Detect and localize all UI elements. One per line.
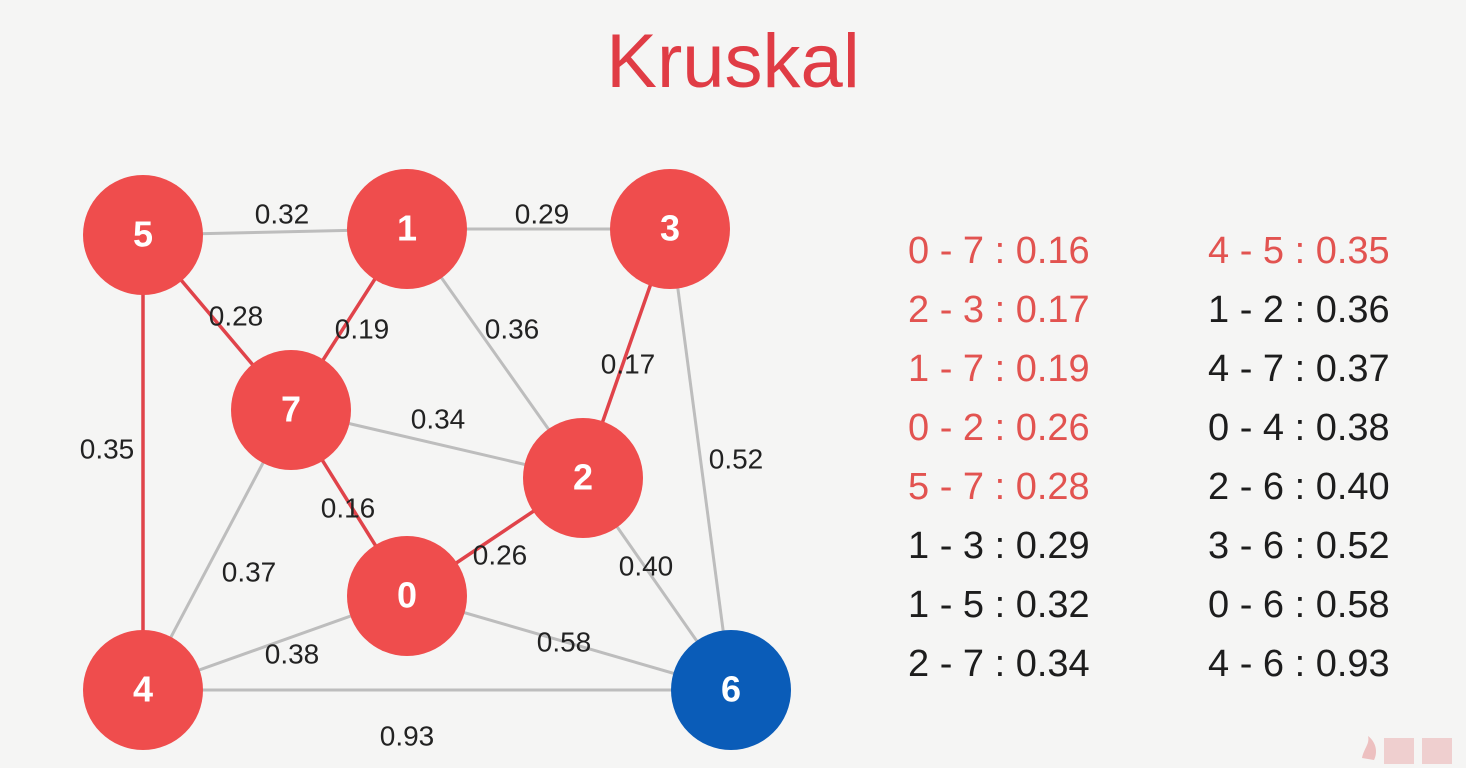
edge-list-item: 0 - 2 : 0.26: [908, 407, 1090, 449]
edge-list-item: 3 - 6 : 0.52: [1208, 525, 1390, 567]
node-label-0: 0: [397, 575, 417, 616]
edge-list-item: 4 - 7 : 0.37: [1208, 348, 1390, 390]
node-label-7: 7: [281, 389, 301, 430]
nodes-layer: 0 1 2 3 4 5 6 7: [83, 169, 791, 750]
edge-weight-0-7: 0.16: [321, 492, 376, 523]
edge-weight-2-3: 0.17: [601, 348, 656, 379]
edge-weight-0-6: 0.58: [537, 626, 592, 657]
edge-list-item: 2 - 6 : 0.40: [1208, 466, 1390, 508]
edge-3-6: [668, 228, 733, 691]
edge-weight-1-7: 0.19: [335, 313, 390, 344]
node-0: 0: [347, 536, 467, 656]
edge-weight-1-5: 0.32: [255, 198, 310, 229]
edge-list-item: 0 - 4 : 0.38: [1208, 407, 1390, 449]
edge-list-item: 0 - 6 : 0.58: [1208, 584, 1390, 626]
watermark-logo: [1362, 736, 1452, 764]
node-7: 7: [231, 350, 351, 470]
node-circle-5: [83, 175, 203, 295]
node-label-3: 3: [660, 208, 680, 249]
node-6: 6: [671, 630, 791, 750]
node-label-6: 6: [721, 669, 741, 710]
node-circle-4: [83, 630, 203, 750]
edge-list-item: 2 - 7 : 0.34: [908, 643, 1090, 685]
node-5: 5: [83, 175, 203, 295]
edge-weight-4-7: 0.37: [222, 556, 277, 587]
node-3: 3: [610, 169, 730, 289]
edge-weight-1-3: 0.29: [515, 198, 570, 229]
edge-list-item: 4 - 6 : 0.93: [1208, 643, 1390, 685]
edge-weight-3-6: 0.52: [709, 443, 764, 474]
edge-list-item: 4 - 5 : 0.35: [1208, 230, 1390, 272]
edge-weight-1-2: 0.36: [485, 313, 540, 344]
page-title: Kruskal: [606, 19, 860, 104]
node-2: 2: [523, 418, 643, 538]
node-4: 4: [83, 630, 203, 750]
edge-weight-2-6: 0.40: [619, 550, 674, 581]
node-label-2: 2: [573, 457, 593, 498]
edge-list-item: 2 - 3 : 0.17: [908, 289, 1090, 331]
edge-weight-0-4: 0.38: [265, 638, 320, 669]
edge-list-left: 0 - 7 : 0.16 2 - 3 : 0.17 1 - 7 : 0.19 0 - …: [908, 222, 1090, 694]
edge-weight-4-6: 0.93: [380, 720, 435, 751]
edge-weights-layer: 0.16 0.17 0.19 0.26 0.28 0.29 0.32 0.34 0.35 0.36…: [80, 198, 764, 751]
node-label-4: 4: [133, 669, 153, 710]
edge-weight-0-2: 0.26: [473, 539, 528, 570]
edge-weight-5-7: 0.28: [209, 300, 264, 331]
node-label-5: 5: [133, 214, 153, 255]
edge-list-item: 1 - 5 : 0.32: [908, 584, 1090, 626]
node-circle-6: [671, 630, 791, 750]
node-label-1: 1: [397, 208, 417, 249]
edge-weight-4-5: 0.35: [80, 433, 135, 464]
edge-list-item: 0 - 7 : 0.16: [908, 230, 1090, 272]
node-circle-3: [610, 169, 730, 289]
graph-diagram: 0.16 0.17 0.19 0.26 0.28 0.29 0.32 0.34 0.35 0.36…: [80, 169, 791, 751]
node-circle-1: [347, 169, 467, 289]
edge-list-item: 1 - 7 : 0.19: [908, 348, 1090, 390]
node-1: 1: [347, 169, 467, 289]
edge-list-item: 1 - 2 : 0.36: [1208, 289, 1390, 331]
edge-list-right: 4 - 5 : 0.35 1 - 2 : 0.36 4 - 7 : 0.37 0 - …: [1208, 222, 1390, 694]
node-circle-0: [347, 536, 467, 656]
node-circle-2: [523, 418, 643, 538]
edge-list-item: 1 - 3 : 0.29: [908, 525, 1090, 567]
edge-list-item: 5 - 7 : 0.28: [908, 466, 1090, 508]
edge-weight-2-7: 0.34: [411, 403, 466, 434]
node-circle-7: [231, 350, 351, 470]
